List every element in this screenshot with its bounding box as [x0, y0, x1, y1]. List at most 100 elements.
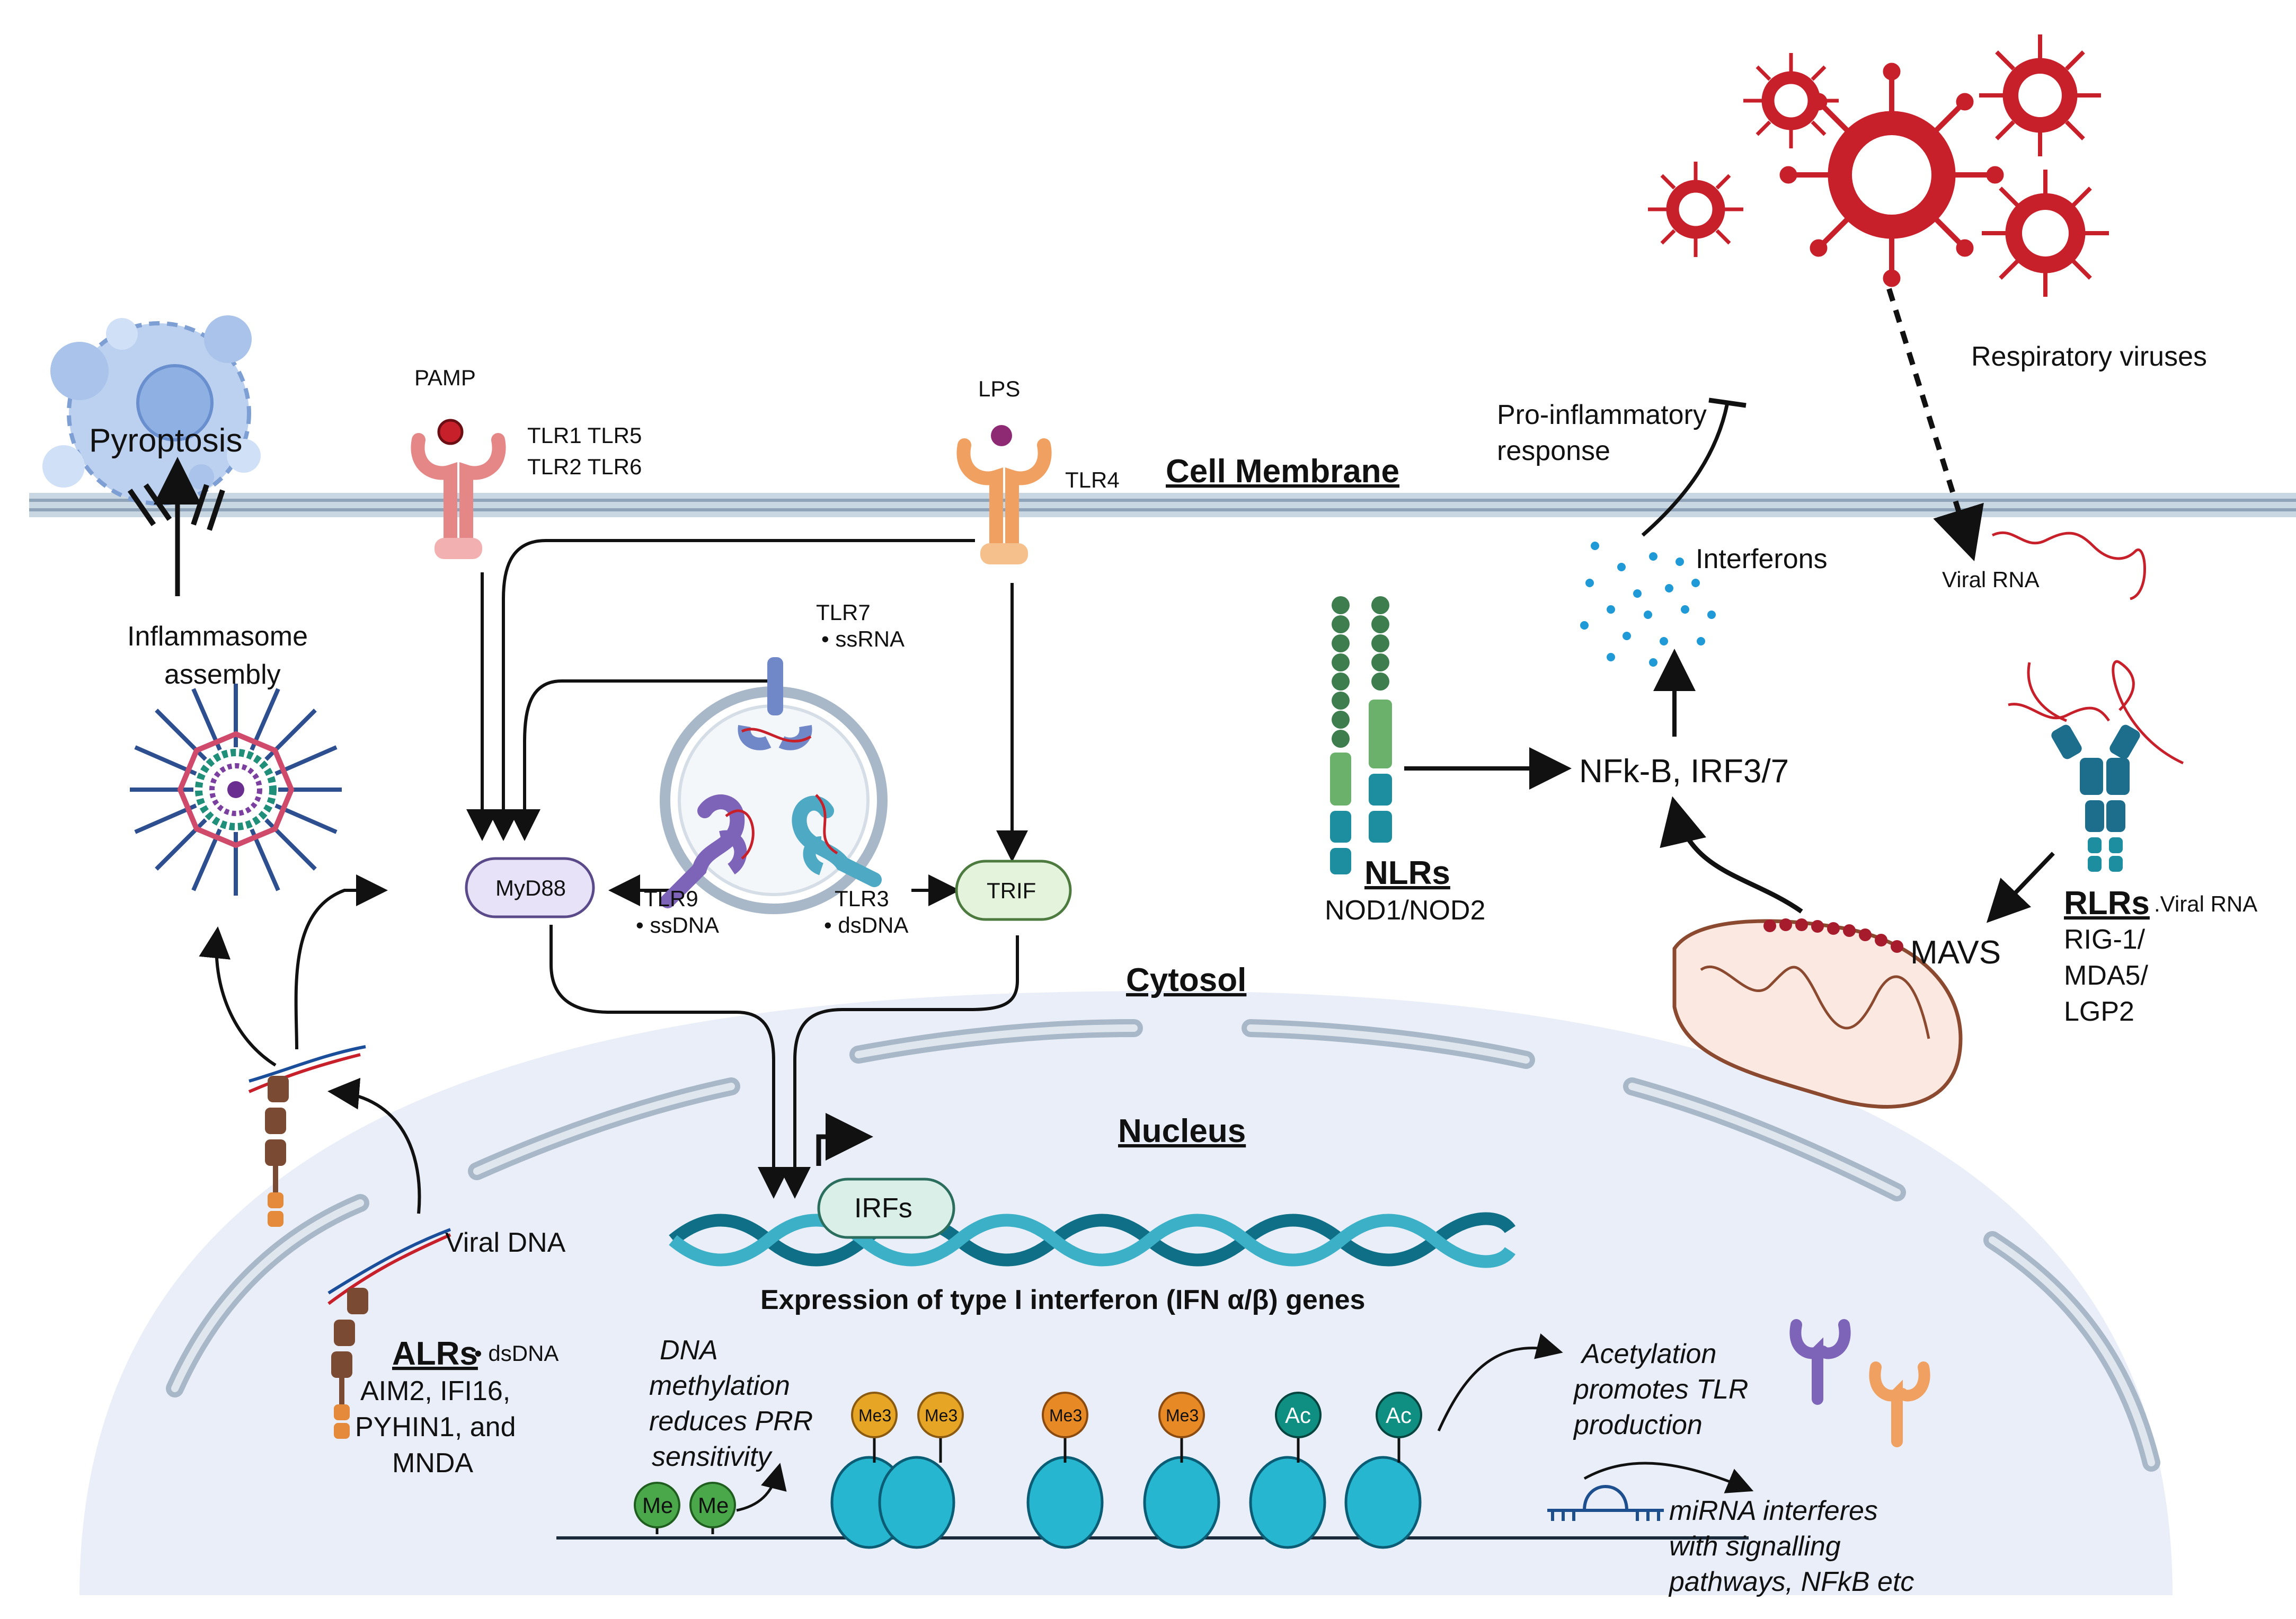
me-mark-1-label: Me [642, 1493, 673, 1518]
respiratory-viruses [1648, 34, 2109, 297]
myd88-box [465, 857, 595, 918]
dna-methylation-line-3: reduces PRR [649, 1406, 813, 1437]
mirna-hairpin [1547, 1485, 1664, 1521]
pro-inflammatory-line-2: response [1497, 436, 1610, 466]
arrow-alr-to-inflammasome [199, 926, 277, 1067]
me3-mark-4 [1158, 1392, 1205, 1438]
viral-rna-label: Viral RNA [1942, 567, 2040, 592]
nlr-receptor [1330, 596, 1392, 874]
histone-marks: Me Me Me3 Me3 Me3 Me3 Ac Ac [634, 1392, 1422, 1528]
alr-receptor-upper [248, 1045, 366, 1227]
inhibition-bar [1708, 397, 1747, 408]
arrow-viral-dna-to-alr [327, 1077, 421, 1214]
tlr1-5-label: TLR1 TLR5 [527, 423, 642, 448]
tlr7-ligand-label: • ssRNA [821, 626, 905, 651]
rlr-receptor [2008, 660, 2184, 872]
tlr1256-receptor [411, 419, 506, 559]
mitochondrion [1672, 918, 1963, 1109]
dna-helix [669, 1212, 1515, 1268]
alr-ligand-label: • dsDNA [474, 1341, 559, 1366]
alrs-label: ALRs [392, 1335, 478, 1372]
mavs-label: MAVS [1910, 934, 2001, 971]
tlr7-label: TLR7 [816, 600, 871, 625]
mirna-line-2: with signalling [1669, 1531, 1841, 1562]
tlr9-ligand-label: • ssDNA [636, 913, 719, 937]
me3-mark-3-label: Me3 [1049, 1406, 1082, 1425]
mirna-line-1: miRNA interferes [1669, 1496, 1878, 1526]
cell-membrane [29, 493, 2296, 517]
alr-members-3: MNDA [392, 1448, 473, 1479]
ac-mark-2-label: Ac [1386, 1403, 1412, 1428]
trif-label: TRIF [987, 878, 1036, 903]
me3-mark-4-label: Me3 [1166, 1406, 1199, 1425]
nucleus-label: Nucleus [1118, 1113, 1246, 1149]
cytosol-label: Cytosol [1126, 962, 1246, 998]
tlr3-ligand-label: • dsDNA [824, 913, 908, 937]
nlrs-label: NLRs [1364, 855, 1450, 891]
pro-inflammatory-line-1: Pro-inflammatory [1497, 400, 1707, 430]
acetylation-line-1: Acetylation [1580, 1339, 1716, 1369]
me-mark-2 [689, 1482, 736, 1528]
alr-members-1: AIM2, IFI16, [360, 1376, 510, 1406]
tlr-product-icons [1789, 1319, 1930, 1447]
nfkb-label: NFk-B, IRF3/7 [1579, 753, 1789, 790]
tlr3-label: TLR3 [835, 886, 889, 911]
tlr9-receptor [660, 794, 755, 908]
me3-mark-3 [1042, 1392, 1088, 1438]
interferons-label: Interferons [1696, 544, 1828, 574]
interferon-dots [1580, 542, 1716, 667]
me-mark-2-label: Me [698, 1493, 729, 1518]
me3-mark-2-label: Me3 [925, 1406, 958, 1425]
epigenetic-arrows [736, 1333, 1754, 1512]
pamp-label: PAMP [414, 365, 476, 390]
dna-methylation-line-2: methylation [649, 1370, 790, 1401]
pyroptosis-label: Pyroptosis [89, 422, 242, 459]
arrow-alr-to-myd88 [294, 874, 388, 1050]
irfs-box [817, 1178, 955, 1239]
me3-mark-2 [917, 1392, 964, 1438]
virus-entry-arrow [1886, 288, 1984, 562]
inhibition-curve [1641, 402, 1730, 537]
arrow-mavs-to-nfkb [1660, 796, 1803, 914]
me3-mark-1 [851, 1392, 898, 1438]
nucleus-region [79, 991, 2173, 1595]
inflammasome-complex [130, 684, 342, 896]
viral-dna-label: Viral DNA [445, 1227, 566, 1258]
rlr-members-3: LGP2 [2064, 996, 2134, 1027]
tlr3-receptor [792, 794, 882, 887]
dna-methylation-line-4: sensitivity [652, 1441, 773, 1472]
nod-label: NOD1/NOD2 [1325, 895, 1485, 926]
histone-mark-stems [655, 1436, 1400, 1534]
rlr-members-2: MDA5/ [2064, 960, 2148, 991]
acetylation-line-2: promotes TLR [1573, 1374, 1748, 1405]
rlr-ligand-label: .Viral RNA [2154, 891, 2257, 916]
rlrs-label: RLRs [2064, 885, 2150, 922]
me-mark-1 [634, 1482, 680, 1528]
irfs-label: IRFs [854, 1193, 912, 1224]
tlr7-receptor [738, 657, 812, 750]
dna-methylation-line-1: DNA [660, 1335, 718, 1366]
ac-mark-1 [1275, 1392, 1322, 1438]
tlr4-label: TLR4 [1065, 467, 1120, 492]
cell-membrane-label: Cell Membrane [1166, 453, 1399, 490]
rlr-members-1: RIG-1/ [2064, 924, 2146, 955]
acetylation-line-3: production [1573, 1410, 1703, 1440]
tlr4-receptor [956, 425, 1052, 564]
lps-label: LPS [978, 376, 1020, 401]
arrow-rlr-to-mavs [1986, 852, 2055, 923]
ac-mark-2 [1376, 1392, 1422, 1438]
ac-mark-1-label: Ac [1285, 1403, 1311, 1428]
mirna-line-3: pathways, NFkB etc [1668, 1567, 1914, 1597]
respiratory-viruses-label: Respiratory viruses [1971, 341, 2207, 372]
tlr-pathway-arrows [466, 539, 1028, 1199]
tlr2-6-label: TLR2 TLR6 [527, 454, 642, 479]
inflammasome-label-1: Inflammasome [127, 621, 308, 652]
expression-label: Expression of type I interferon (IFN α/β… [760, 1285, 1365, 1315]
myd88-label: MyD88 [495, 875, 566, 900]
trif-box [955, 860, 1072, 921]
pyroptotic-cell [42, 315, 261, 506]
viral-rna-strand [1991, 531, 2146, 600]
tlr9-label: TLR9 [644, 886, 698, 911]
inflammasome-label-2: assembly [164, 659, 281, 690]
